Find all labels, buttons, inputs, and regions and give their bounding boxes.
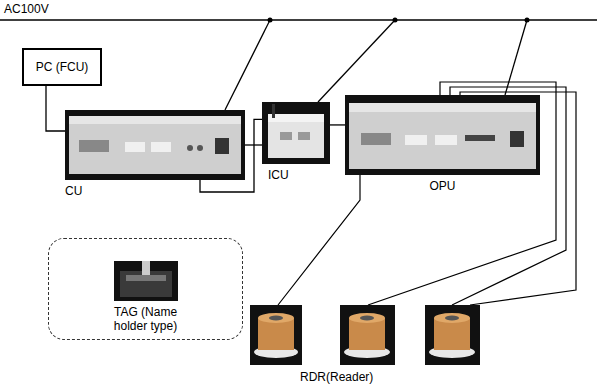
- power-wire: [225, 20, 270, 110]
- unit-label: CU: [65, 184, 82, 198]
- tag-illustration: [114, 261, 178, 301]
- device-illustration: [345, 95, 540, 175]
- power-label: AC100V: [4, 2, 49, 16]
- cu-unit: CU: [65, 110, 245, 180]
- unit-label: ICU: [268, 168, 289, 182]
- power-bus: [0, 19, 597, 21]
- unit-label: TAG (Name holder type): [98, 305, 194, 333]
- box-label: PC (FCU): [36, 60, 89, 74]
- signal-connector: [330, 124, 345, 125]
- power-wire: [318, 20, 395, 102]
- icu-unit: ICU: [262, 102, 330, 164]
- device-illustration: [65, 110, 245, 180]
- power-wire: [505, 20, 527, 95]
- opu-unit: OPU: [345, 95, 540, 175]
- tag-region: TAG (Name holder type): [48, 238, 243, 340]
- reader-illustration: [250, 305, 302, 365]
- reader-wire: [278, 175, 360, 305]
- unit-label: OPU: [429, 179, 455, 193]
- signal-connector: [46, 86, 65, 131]
- reader-label: RDR(Reader): [300, 370, 373, 384]
- reader-illustration: [340, 305, 395, 365]
- device-illustration: [262, 102, 330, 164]
- pc-box: PC (FCU): [22, 48, 102, 86]
- reader-illustration: [425, 305, 480, 365]
